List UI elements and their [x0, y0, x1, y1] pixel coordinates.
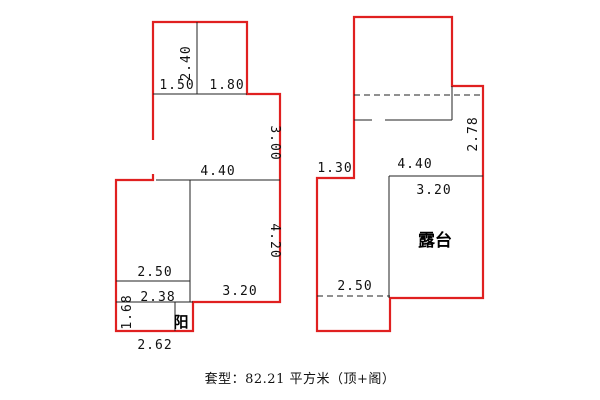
dim-3-00: 3.00	[267, 125, 282, 160]
dim-2-50-left: 2.50	[137, 265, 172, 280]
dim-4-20: 4.20	[267, 223, 282, 258]
room-label-terrace: 露台	[418, 230, 452, 251]
right-plan-inner-lines	[317, 86, 483, 298]
dim-2-78: 2.78	[466, 116, 481, 151]
left-plan-inner-lines	[116, 22, 280, 331]
dim-2-38: 2.38	[140, 290, 175, 305]
dim-3-20-right: 3.20	[416, 183, 451, 198]
dim-2-62: 2.62	[137, 338, 172, 353]
room-label-yang: 阳	[173, 313, 188, 331]
right-plan-outer-wall	[315, 15, 485, 333]
dim-1-80: 1.80	[209, 78, 244, 93]
dim-1-30: 1.30	[317, 161, 352, 176]
dim-3-20-left: 3.20	[222, 284, 257, 299]
dim-4-40-left: 4.40	[200, 164, 235, 179]
dim-4-40-right: 4.40	[397, 157, 432, 172]
left-plan-outer-wall	[114, 20, 282, 333]
dim-2-40: 2.40	[179, 45, 194, 80]
dim-2-50-right: 2.50	[337, 279, 372, 294]
dim-1-68: 1.68	[120, 294, 135, 329]
caption-area: 套型：82.21 平方米（顶+阁）	[204, 372, 396, 387]
dim-1-50: 1.50	[159, 78, 194, 93]
